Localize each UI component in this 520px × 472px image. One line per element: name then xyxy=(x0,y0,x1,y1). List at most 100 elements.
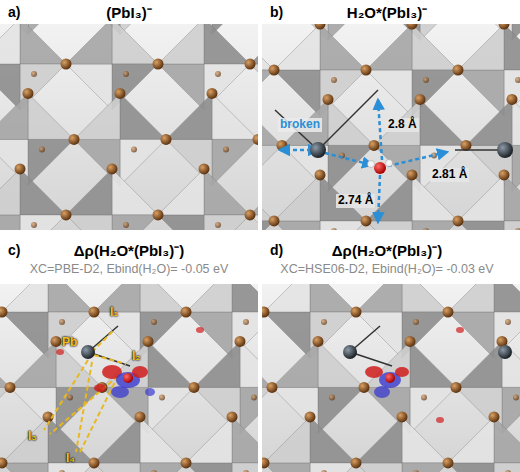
octahedron-face xyxy=(366,221,412,230)
octahedron-face xyxy=(402,284,448,312)
octahedron-face xyxy=(448,284,494,312)
oxygen-atom xyxy=(385,373,395,383)
octahedron-face xyxy=(48,284,94,312)
iodine-atom xyxy=(107,163,118,174)
octahedron-face xyxy=(0,312,2,358)
octahedron-face xyxy=(232,284,258,312)
iodine-atom xyxy=(151,319,157,325)
iodine-atom xyxy=(405,336,416,347)
octahedron-face xyxy=(262,341,272,387)
octahedron-face xyxy=(412,24,458,70)
octahedron-face xyxy=(412,221,458,230)
octahedron-face xyxy=(0,341,10,387)
hydrogen-atom xyxy=(386,160,393,167)
iodine-atom xyxy=(115,88,126,99)
iodine-atom xyxy=(315,169,326,180)
octahedron-face xyxy=(148,387,194,433)
iodine-atom xyxy=(423,228,429,230)
iodine-atom xyxy=(15,163,26,174)
iodine-atom xyxy=(189,382,200,393)
octahedron-face xyxy=(212,93,258,139)
distance-label: 2.8 Å xyxy=(386,118,419,132)
iodine-atom xyxy=(262,457,270,468)
iodine-atom xyxy=(407,24,418,30)
octahedron-face xyxy=(2,417,48,463)
octahedron-face xyxy=(458,70,504,116)
octahedron-face xyxy=(112,215,158,230)
octahedron-face xyxy=(504,175,520,221)
octahedron-face xyxy=(262,312,264,358)
octahedron-face xyxy=(0,215,20,230)
panel-letter: d) xyxy=(270,242,283,258)
octahedron-face xyxy=(402,463,448,472)
iodine-atom xyxy=(315,24,326,30)
octahedron-face xyxy=(356,463,402,472)
octahedron-face xyxy=(10,341,56,387)
octahedron-face xyxy=(274,70,320,116)
iodine-atom xyxy=(251,394,257,400)
iodine-atom xyxy=(513,394,519,400)
iodine-atom xyxy=(31,222,37,228)
octahedron-face xyxy=(120,139,166,185)
octahedron-face xyxy=(366,70,412,116)
octahedron-face xyxy=(456,341,502,387)
iodine-atom xyxy=(361,215,372,226)
iodine-atom xyxy=(39,146,45,152)
octahedron-face xyxy=(212,139,258,185)
iodine-atom xyxy=(59,319,65,325)
density-isosurface xyxy=(56,327,204,398)
iodine-atom xyxy=(245,59,256,70)
octahedron-face xyxy=(166,93,212,139)
atom-label: Pb xyxy=(62,336,77,350)
distance-arrow xyxy=(325,153,372,165)
octahedron-face xyxy=(264,417,310,463)
octahedron-face xyxy=(274,175,320,221)
octahedron-face xyxy=(420,24,466,41)
iodine-atom xyxy=(0,457,8,468)
octahedron-face xyxy=(310,417,356,463)
crystal-scene xyxy=(262,284,520,472)
octahedron-face xyxy=(366,24,412,70)
octahedron-face xyxy=(448,463,494,472)
octahedron-face xyxy=(0,417,2,463)
iodine-atom xyxy=(351,457,362,468)
oxygen-atom xyxy=(123,373,133,383)
panel-letter: a) xyxy=(8,4,20,20)
iodine-atom xyxy=(123,71,129,77)
octahedron-face xyxy=(158,215,204,230)
octahedron-face xyxy=(356,284,402,312)
octahedron-face xyxy=(262,70,274,116)
iodine-atom xyxy=(123,222,129,228)
iodine-atom xyxy=(153,209,164,220)
iodine-atom xyxy=(453,65,464,76)
iodine-atom xyxy=(359,382,370,393)
octahedron-face xyxy=(66,64,112,110)
octahedron-face xyxy=(262,175,274,221)
octahedron-face xyxy=(140,417,186,463)
octahedron-face xyxy=(504,24,520,70)
iodine-atom xyxy=(89,307,100,318)
iodine-atom xyxy=(253,134,259,145)
iodine-atom xyxy=(313,336,324,347)
octahedron-face xyxy=(158,169,204,215)
iodine-atom xyxy=(305,411,316,422)
octahedron-face xyxy=(410,341,456,387)
octahedron-face xyxy=(466,99,512,145)
octahedron-face xyxy=(2,463,48,472)
panel-letter: b) xyxy=(270,4,283,20)
panel-title: H₂O*(PbI₃)⁻ xyxy=(258,4,516,21)
octahedron-face xyxy=(28,139,74,185)
iodine-atom xyxy=(413,470,419,472)
iodine-atom xyxy=(31,71,37,77)
octahedron-face xyxy=(0,93,28,139)
atom-label: I₂ xyxy=(132,350,141,364)
distance-label: 2.81 Å xyxy=(430,168,469,182)
octahedron-face xyxy=(240,387,258,433)
octahedron-face xyxy=(264,312,310,358)
octahedron-face xyxy=(148,341,194,387)
octahedron-face xyxy=(262,417,264,463)
iodine-atom xyxy=(423,77,429,83)
iodine-atom xyxy=(489,411,500,422)
